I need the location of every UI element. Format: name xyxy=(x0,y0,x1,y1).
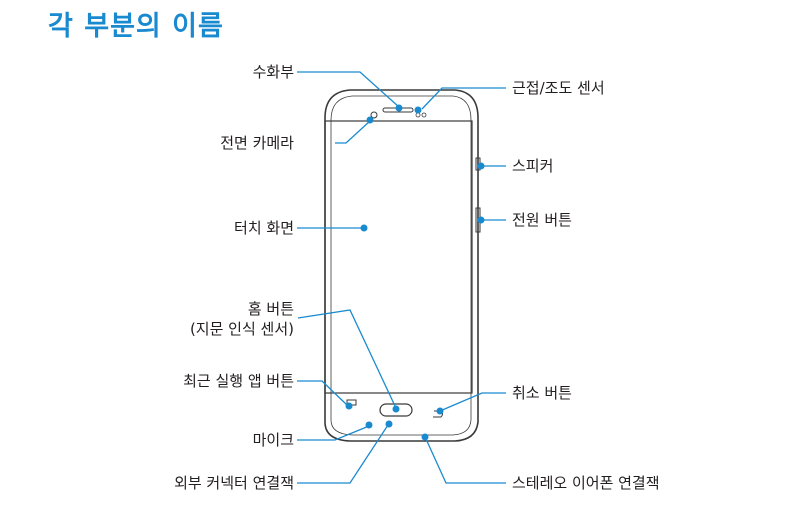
label-receiver: 수화부 xyxy=(252,63,294,81)
page-title: 각 부분의 이름 xyxy=(48,11,224,42)
label-proximity-sensor: 근접/조도 센서 xyxy=(512,79,605,97)
phone-inner-edge xyxy=(330,95,472,436)
label-connector: 외부 커넥터 연결잭 xyxy=(174,474,294,492)
leader-dots xyxy=(345,104,485,441)
home-button-shape xyxy=(379,403,413,417)
label-home-button: 홈 버튼 xyxy=(247,300,294,318)
label-speaker: 스피커 xyxy=(512,157,554,175)
label-touch-screen: 터치 화면 xyxy=(234,219,294,237)
label-back-button: 취소 버튼 xyxy=(512,384,572,402)
leader-lines xyxy=(297,71,506,484)
label-home-button-sub: (지문 인식 센서) xyxy=(189,320,294,338)
phone-screen xyxy=(324,120,473,394)
front-camera-shape xyxy=(370,111,378,119)
label-front-camera: 전면 카메라 xyxy=(220,134,294,152)
label-earphone-jack: 스테레오 이어폰 연결잭 xyxy=(512,474,660,492)
label-microphone: 마이크 xyxy=(252,431,294,449)
label-recent-apps-button: 최근 실행 앱 버튼 xyxy=(183,372,294,390)
phone-illustration xyxy=(324,89,481,442)
phone-body xyxy=(324,89,479,442)
label-power-button: 전원 버튼 xyxy=(512,211,572,229)
